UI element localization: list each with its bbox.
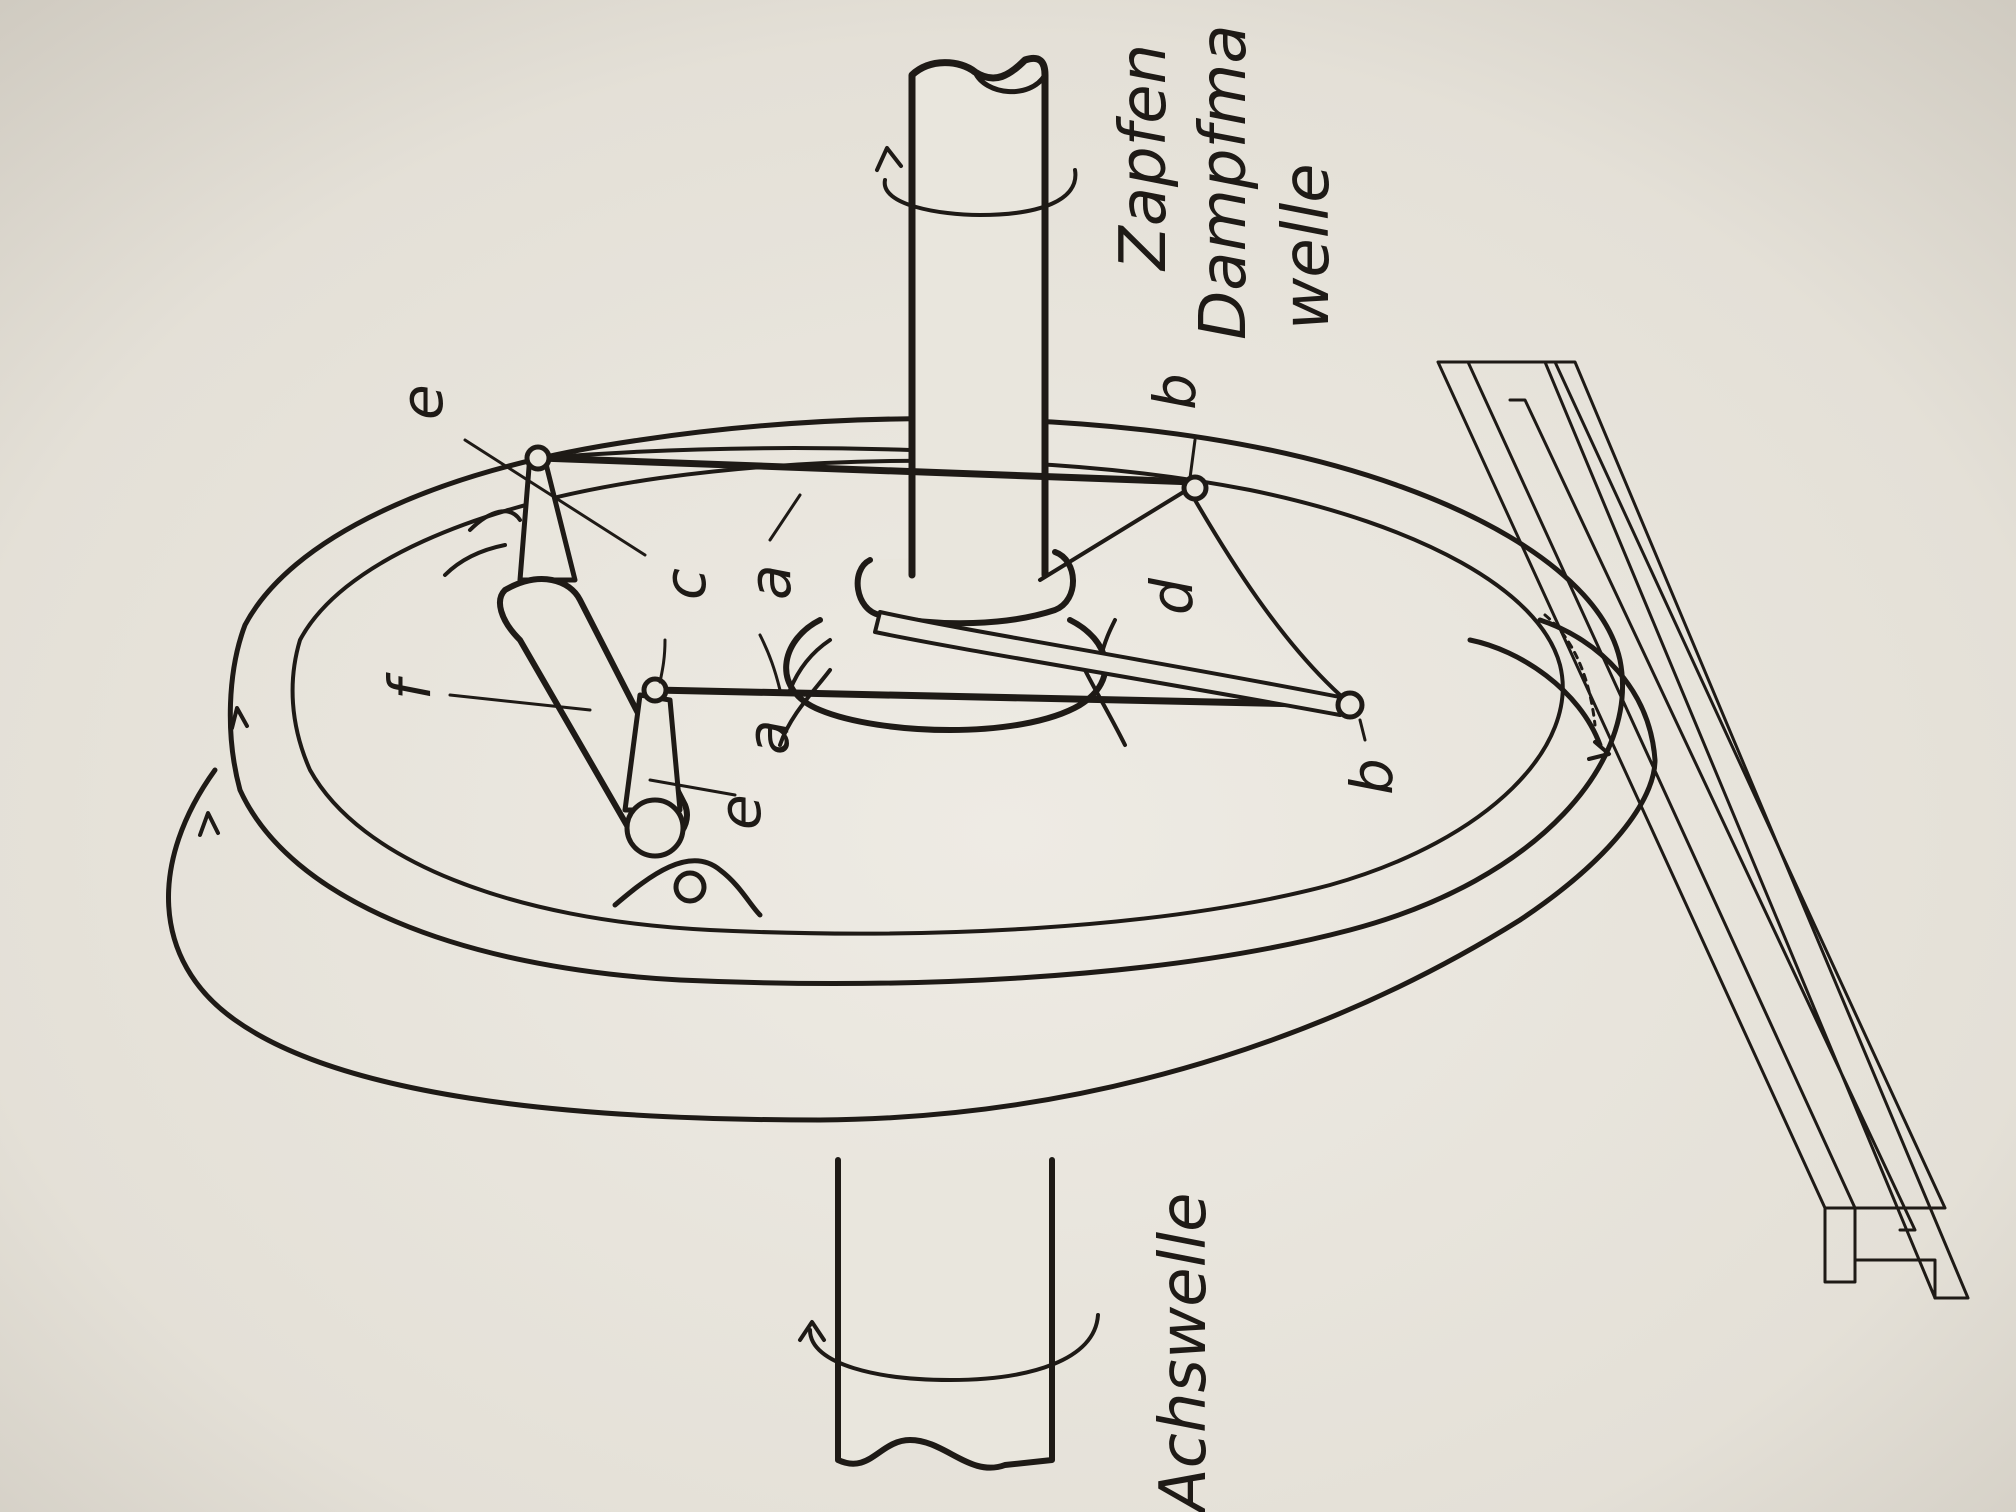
axle-shaft (798, 1157, 1100, 1471)
label-achswelle: Achswelle (1147, 1192, 1221, 1512)
linkage (443, 438, 1367, 918)
labels: Zapfen Dampfma welle Achswelle e a c a f… (376, 24, 1406, 1512)
label-a-lower: a (734, 719, 802, 755)
label-b-upper: b (1141, 373, 1209, 410)
bracket-upper (443, 509, 522, 577)
label-b-lower: b (1338, 758, 1406, 795)
leader-e-lower (648, 778, 737, 797)
wheel (166, 416, 1658, 1123)
axle-arrow-head (798, 1320, 826, 1342)
shaft-body (908, 54, 1049, 579)
label-d: d (1138, 577, 1206, 615)
rail-web (1453, 360, 1947, 1210)
bearing-hole (673, 870, 707, 904)
rim-contact-dashed (1543, 613, 1597, 727)
rod-a-upper-2 (538, 446, 912, 460)
axle-body (835, 1157, 1055, 1471)
bearing-lower (612, 858, 763, 918)
rail-foot (1508, 360, 1970, 1300)
flange-arrow-top (230, 706, 249, 730)
pin-b-upper (1181, 474, 1209, 502)
leader-f (448, 693, 592, 712)
shaft-end-cut (972, 69, 1048, 94)
shaft-rotation-arrow (882, 168, 1078, 217)
pin-b-lower (1335, 690, 1365, 720)
label-welle: welle (1270, 163, 1344, 330)
rail (1436, 360, 1970, 1300)
wheel-tread-outer (227, 416, 1626, 986)
steam-engine-shaft (854, 54, 1078, 627)
pin-e-upper (524, 444, 552, 472)
wheel-rim-inner (290, 458, 1565, 936)
axle-rotation-arrow (808, 1313, 1100, 1382)
hub-bracket-left (778, 638, 832, 747)
pin-c (641, 676, 669, 704)
pivot-lower (624, 797, 686, 859)
label-e-lower: e (706, 794, 774, 830)
label-c: c (651, 568, 719, 600)
wheel-flange (166, 617, 1658, 1123)
shaft-arrow-head (875, 146, 903, 172)
leader-b-lower (1358, 718, 1367, 742)
rod-b-upper (1038, 483, 1197, 582)
label-e-upper: e (388, 384, 456, 420)
label-zapfen: Zapfen (1107, 44, 1181, 272)
rail-end (1823, 1206, 1937, 1300)
label-a-upper: a (736, 564, 804, 600)
rod-a-upper (536, 454, 1199, 486)
leader-a-lower (758, 633, 782, 692)
flange-arrow-left (198, 811, 220, 837)
leader-e-upper (463, 438, 647, 557)
leader-c (658, 638, 667, 684)
leader-a-upper (768, 493, 802, 542)
leader-b-upper (1188, 438, 1197, 480)
flange-arrow-right (1587, 740, 1611, 761)
rod-a-lower (651, 686, 1354, 709)
label-dampfma: Dampfma (1187, 24, 1261, 340)
link-d (1193, 498, 1342, 697)
